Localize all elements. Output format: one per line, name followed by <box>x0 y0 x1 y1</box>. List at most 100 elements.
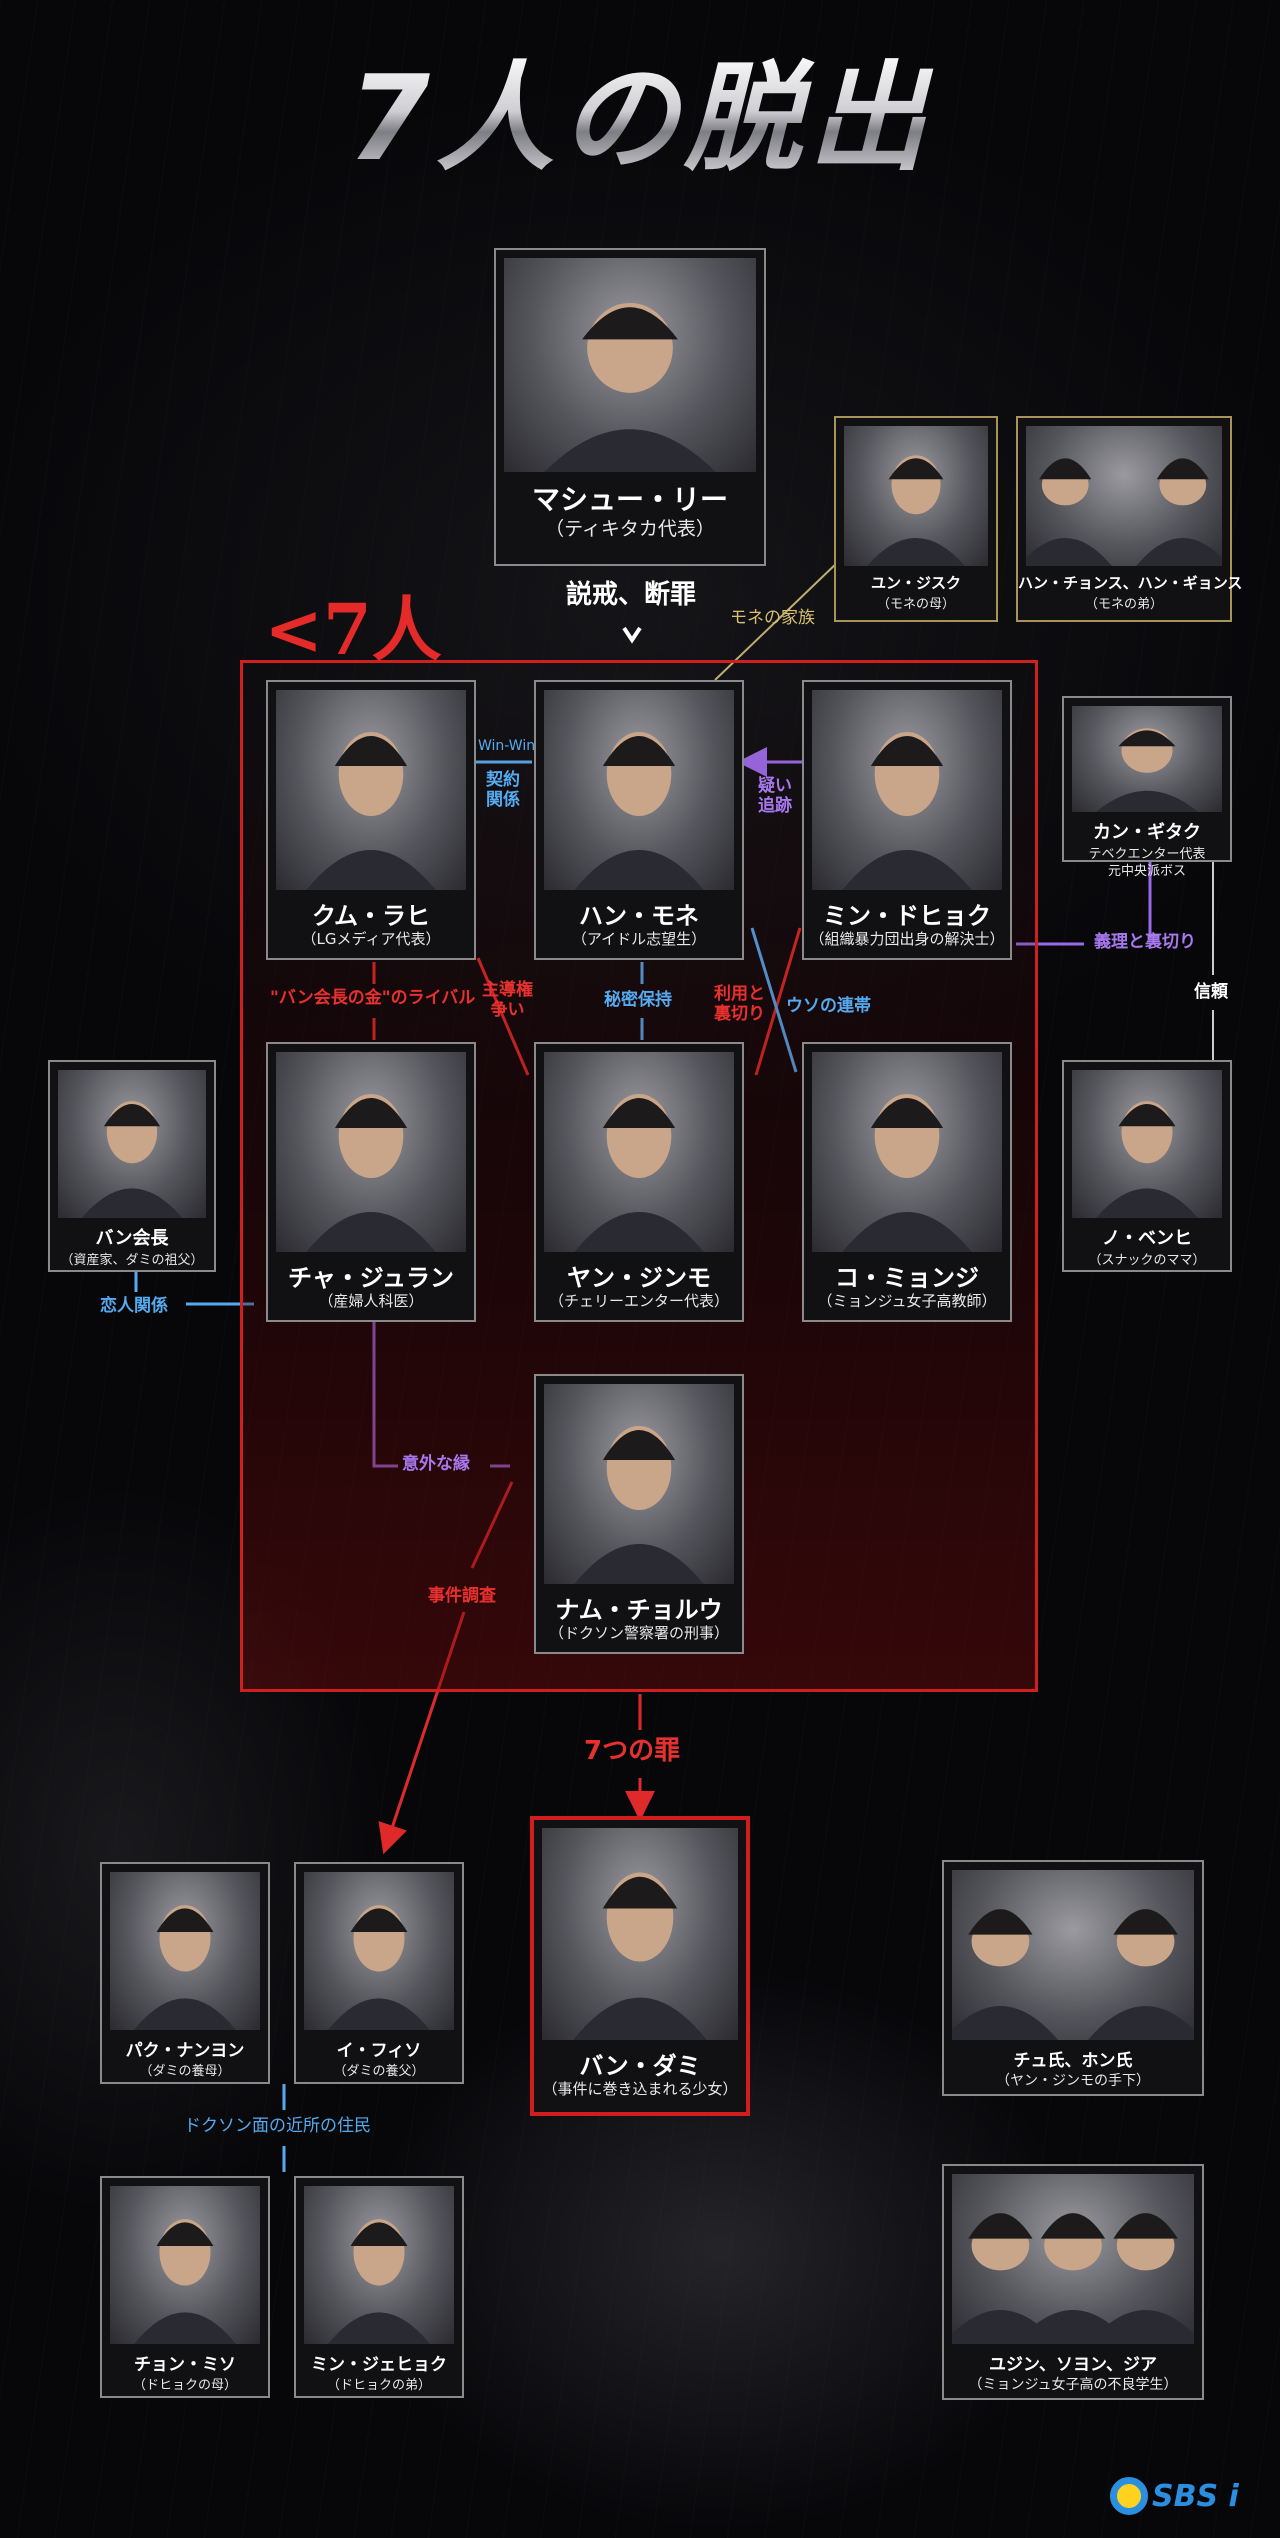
relation-rival: "バン会長の金"のライバル <box>270 988 476 1008</box>
character-photo <box>110 1872 260 2030</box>
character-photo <box>58 1070 206 1218</box>
character-role: （資産家、ダミの祖父） <box>60 1252 204 1268</box>
character-photo <box>504 258 756 472</box>
relation-neighbors: ドクソン面の近所の住民 <box>184 2116 371 2136</box>
relation-mone-family: モネの家族 <box>730 608 815 628</box>
character-name: バン・ダミ <box>579 2052 701 2080</box>
character-role: （ヤン・ジンモの手下） <box>996 2072 1150 2089</box>
character-photo <box>304 1872 454 2030</box>
character-name: チョン・ミソ <box>134 2355 236 2375</box>
character-name: ユン・ジスク <box>870 574 961 592</box>
character-photo <box>544 690 734 890</box>
character-name: ノ・ベンヒ <box>1102 1228 1192 1249</box>
edge-use-betray <box>754 927 802 1076</box>
character-photo <box>542 1828 738 2040</box>
character-card-no-benhi: ノ・ベンヒ （スナックのママ） <box>1062 1060 1232 1272</box>
relation-unexpected: 意外な縁 <box>402 1454 470 1474</box>
relation-leadership: 主導権 争い <box>482 980 533 1021</box>
character-name: カン・ギタク <box>1093 822 1201 843</box>
character-card-ju-hon: チュ氏、ホン氏（ヤン・ジンモの手下） <box>942 1860 1204 2096</box>
edge-unexpected <box>372 1322 398 1468</box>
edge-sermon <box>622 626 642 644</box>
character-photo <box>952 1870 1194 2040</box>
character-photo <box>812 1052 1002 1252</box>
character-card-kum-rahi: クム・ラヒ（LGメディア代表） <box>266 680 476 960</box>
character-role: （産婦人科医） <box>318 1291 424 1310</box>
character-role: （チェリーエンター代表） <box>548 1291 729 1310</box>
character-photo <box>844 426 988 566</box>
character-card-nam-cheolwoo: ナム・チョルウ（ドクソン警察署の刑事） <box>534 1374 744 1654</box>
character-role: （モネの弟） <box>1084 597 1163 613</box>
sbs-logo-mark-icon <box>1110 2477 1148 2515</box>
relation-sermon: 説戒、断罪 <box>566 580 697 610</box>
character-role: （スナックのママ） <box>1088 1252 1206 1268</box>
character-role: （組織暴力団出身の解決士） <box>809 929 1005 948</box>
character-name: ナム・チョルウ <box>555 1596 723 1624</box>
character-role-secondary: 元中央派ボス <box>1107 863 1186 879</box>
relation-contract: 契約 関係 <box>486 770 520 811</box>
character-role: （ダミの養母） <box>139 2063 231 2079</box>
sbs-logo-text: SBS i <box>1152 2478 1239 2514</box>
relation-secret: 秘密保持 <box>604 990 672 1010</box>
group-label: <7人> <box>264 588 442 750</box>
edge-lie-bond <box>750 927 798 1073</box>
character-name: チュ氏、ホン氏 <box>1013 2051 1133 2071</box>
character-name: マシュー・リー <box>531 483 728 516</box>
character-photo <box>544 1052 734 1252</box>
character-card-ko-myungji: コ・ミョンジ（ミョンジュ女子高教師） <box>802 1042 1012 1322</box>
character-role: （モネの母） <box>876 597 955 613</box>
character-card-min-dohyuk: ミン・ドヒョク（組織暴力団出身の解決士） <box>802 680 1012 960</box>
character-card-matthew-lee: マシュー・リー（ティキタカ代表） <box>494 248 766 566</box>
character-card-yang-jinmo: ヤン・ジンモ（チェリーエンター代表） <box>534 1042 744 1322</box>
character-name: ハン・モネ <box>579 902 699 930</box>
sbs-logo: SBS i <box>1110 2474 1239 2518</box>
relation-use-betray: 利用と 裏切り <box>714 984 765 1025</box>
character-card-cha-juran: チャ・ジュラン（産婦人科医） <box>266 1042 476 1322</box>
character-card-kang-kitak: カン・ギタクテベクエンター代表元中央派ボス <box>1062 696 1232 879</box>
character-role: （ドヒョクの弟） <box>326 2377 431 2393</box>
relation-trust: 信頼 <box>1194 982 1228 1002</box>
character-name: ミン・ジェヒョク <box>311 2355 447 2375</box>
character-card-students: ユジン、ソヨン、ジア（ミョンジュ女子高の不良学生） <box>942 2164 1204 2400</box>
character-photo <box>276 690 466 890</box>
character-name: イ・フィソ <box>336 2041 422 2061</box>
character-card-lee-hwiso: イ・フィソ（ダミの養父） <box>294 1862 464 2084</box>
character-name: クム・ラヒ <box>311 902 431 930</box>
relation-winwin: Win-Win <box>478 738 536 754</box>
character-role: （アイドル志望生） <box>571 929 707 948</box>
character-photo <box>1072 1070 1222 1218</box>
edge-leadership <box>476 957 530 1076</box>
character-photo <box>1072 706 1222 812</box>
character-photo <box>304 2186 454 2344</box>
character-role: テベクエンター代表 <box>1088 846 1206 862</box>
relation-lovers: 恋人関係 <box>100 1296 168 1316</box>
relation-doubt: 疑い 追跡 <box>758 776 792 817</box>
character-photo <box>110 2186 260 2344</box>
character-photo <box>952 2174 1194 2344</box>
character-card-yun-jisuk: ユン・ジスク （モネの母） <box>834 416 998 622</box>
relation-loyalty: 義理と裏切り <box>1094 932 1196 952</box>
edge-investigation-2 <box>378 1611 466 1855</box>
character-name: パク・ナンヨン <box>125 2041 245 2061</box>
character-card-park-nanyeon: パク・ナンヨン （ダミの養母） <box>100 1862 270 2084</box>
relation-investigation: 事件調査 <box>428 1586 496 1606</box>
character-card-ban-chairman: バン会長（資産家、ダミの祖父） <box>48 1060 216 1272</box>
edge-investigation-1 <box>470 1481 514 1569</box>
character-role: （事件に巻き込まれる少女） <box>542 2079 738 2098</box>
character-name: コ・ミョンジ <box>835 1264 979 1292</box>
character-photo <box>1026 426 1222 566</box>
character-name: ユジン、ソヨン、ジア <box>989 2355 1157 2375</box>
character-name: チャ・ジュラン <box>287 1264 455 1292</box>
character-card-min-jaehyuk: ミン・ジェヒョク （ドヒョクの弟） <box>294 2176 464 2398</box>
page-title: 7人の脱出 <box>0 48 1280 188</box>
character-role: （ティキタカ代表） <box>545 518 715 541</box>
character-photo <box>276 1052 466 1252</box>
relation-seven-sins: 7つの罪 <box>584 1736 681 1766</box>
character-card-jeon-mijo: チョン・ミソ （ドヒョクの母） <box>100 2176 270 2398</box>
character-card-han-mone: ハン・モネ（アイドル志望生） <box>534 680 744 960</box>
character-role: （ミョンジュ女子高教師） <box>817 1291 997 1310</box>
character-role: （ミョンジュ女子高の不良学生） <box>968 2376 1178 2393</box>
character-role: （LGメディア代表） <box>301 929 441 948</box>
character-photo <box>812 690 1002 890</box>
character-role: （ドヒョクの母） <box>132 2377 237 2393</box>
